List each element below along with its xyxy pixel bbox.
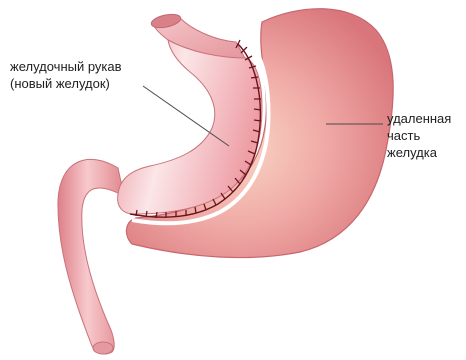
sleeve-label-line1: желудочный рукав [10,58,122,75]
duodenum [58,159,124,354]
removed-label-line1: удаленная [387,110,451,127]
duodenum-end [93,342,113,354]
removed-label-line2: часть [387,127,451,144]
removed-part-label: удаленная часть желудка [387,110,451,161]
sleeve-label: желудочный рукав (новый желудок) [10,58,122,92]
sleeve-label-line2: (новый желудок) [10,75,122,92]
removed-label-line3: желудка [387,144,451,161]
